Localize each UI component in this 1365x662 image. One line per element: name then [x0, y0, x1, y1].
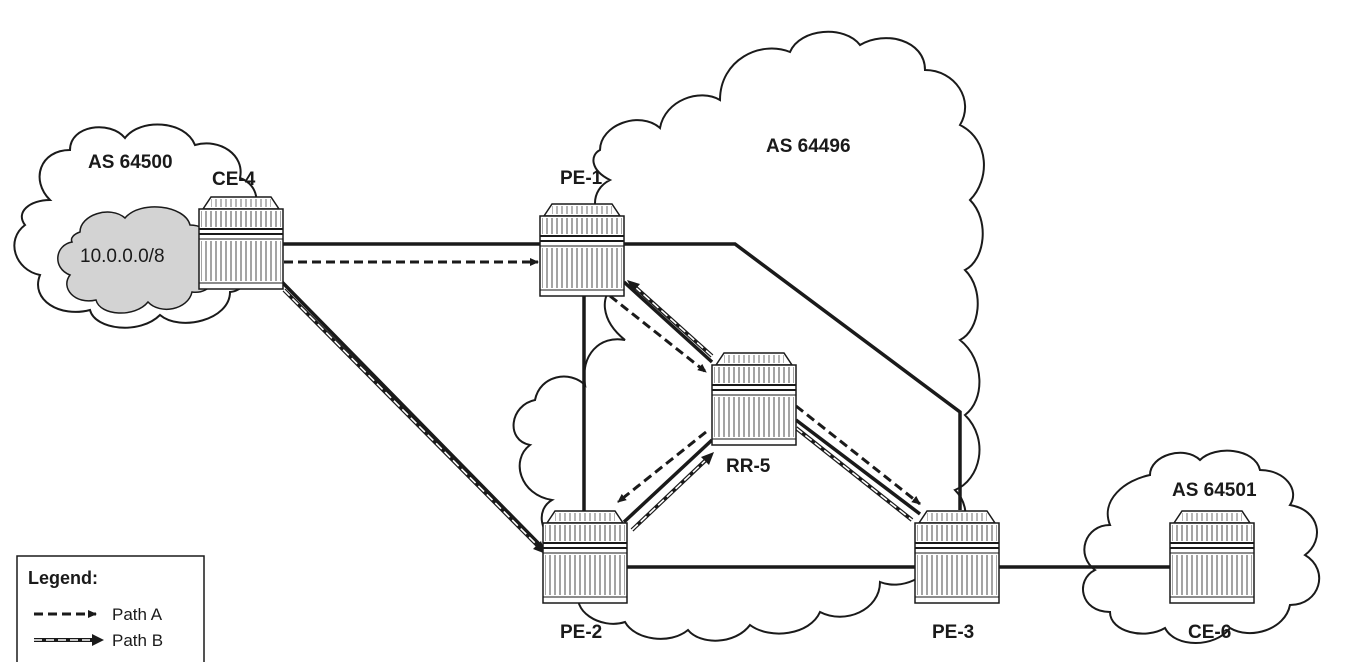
router-pe2-label: PE-2 — [560, 622, 602, 643]
path-a-arrows — [284, 258, 921, 506]
as64500-label: AS 64500 — [88, 152, 173, 173]
router-ce6 — [1169, 510, 1255, 604]
as64501-label: AS 64501 — [1172, 480, 1257, 501]
link-pe1-rr5 — [622, 280, 714, 364]
router-rr5 — [711, 352, 797, 446]
path-b-rr5-pe3 — [794, 426, 914, 522]
link-rr5-pe3 — [794, 418, 922, 516]
link-pe2-rr5 — [622, 438, 714, 524]
prefix-cloud — [57, 206, 218, 314]
router-pe3 — [914, 510, 1000, 604]
legend-title: Legend: — [28, 568, 98, 588]
legend: Legend: Path A Path B — [16, 555, 205, 662]
link-pe1-pe3 — [624, 242, 962, 510]
link-ce4-pe2 — [280, 280, 547, 552]
path-b-pe2-rr5 — [630, 452, 714, 532]
router-pe1 — [539, 203, 625, 297]
router-ce4-label: CE-4 — [212, 169, 256, 190]
legend-path-b-label: Path B — [112, 631, 163, 650]
links — [280, 242, 1170, 569]
legend-box — [16, 555, 205, 662]
legend-path-b-sample — [34, 634, 104, 646]
router-pe2 — [542, 510, 628, 604]
router-pe3-label: PE-3 — [932, 622, 974, 643]
path-b-arrows — [282, 280, 914, 554]
prefix-label: 10.0.0.0/8 — [80, 246, 165, 267]
router-pe1-label: PE-1 — [560, 168, 603, 189]
path-b-ce4-pe2 — [282, 288, 546, 554]
router-rr5-label: RR-5 — [726, 456, 771, 477]
path-a-rr5-pe2 — [617, 430, 707, 504]
legend-path-a-label: Path A — [112, 605, 163, 624]
as64496-label: AS 64496 — [766, 136, 851, 157]
path-a-pe1-rr5 — [609, 294, 707, 374]
router-ce4 — [198, 196, 284, 290]
router-ce6-label: CE-6 — [1188, 622, 1231, 643]
path-a-rr5-pe3 — [795, 404, 921, 506]
path-b-rr5-pe1 — [627, 280, 714, 358]
